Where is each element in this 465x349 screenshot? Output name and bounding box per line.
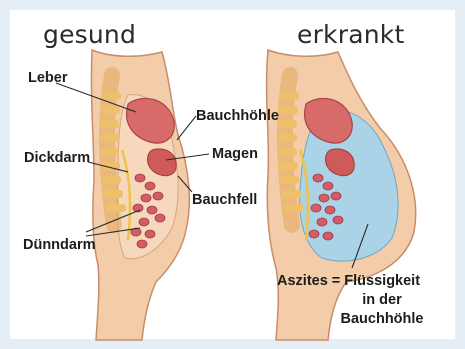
label-small-intestine: Dünndarm (23, 237, 96, 253)
label-ascites-line2: in der (342, 292, 422, 308)
heading-diseased: erkrankt (297, 20, 404, 49)
label-liver: Leber (28, 70, 68, 86)
label-stomach: Magen (212, 146, 258, 162)
label-ascites-line3: Bauchhöhle (336, 311, 428, 327)
label-ascites-line1: Aszites = Flüssigkeit (277, 273, 420, 289)
label-colon: Dickdarm (24, 150, 90, 166)
healthy-torso (56, 50, 209, 340)
label-peritoneum: Bauchfell (192, 192, 257, 208)
label-abdominal-cavity: Bauchhöhle (196, 108, 279, 124)
heading-healthy: gesund (43, 20, 136, 49)
